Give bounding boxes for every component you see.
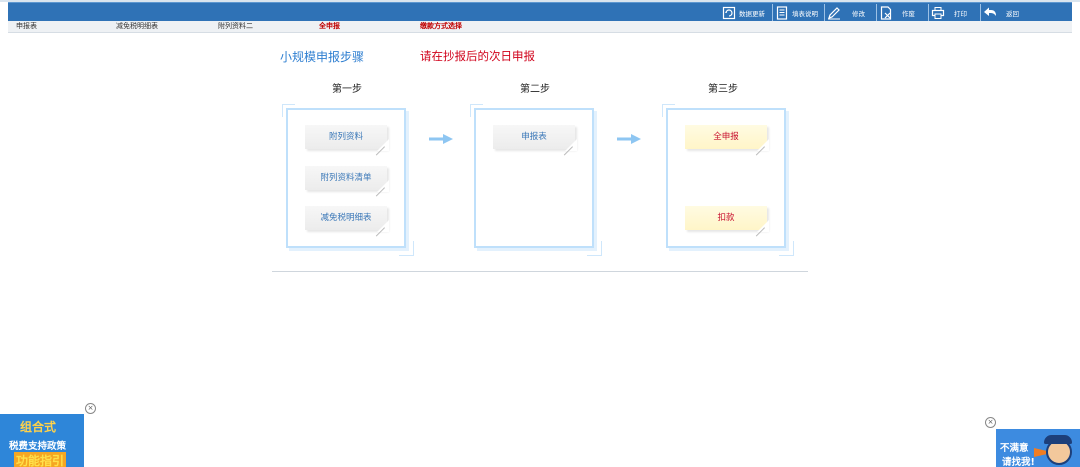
data-update-label: 数据更新 — [739, 9, 765, 18]
ad-left-line2: 税费支持政策 — [9, 441, 67, 452]
attached-materials-button[interactable]: 附列资料 — [305, 125, 389, 156]
printer-icon — [931, 6, 945, 20]
full-declaration-button[interactable]: 全申报 — [685, 125, 769, 156]
deduct-payment-button[interactable]: 扣款 — [685, 206, 769, 237]
refresh-icon — [722, 6, 736, 20]
back-arrow-icon — [983, 6, 997, 20]
feedback-ad[interactable]: 不满意 请找我! — [996, 429, 1080, 467]
data-update-button[interactable]: 数据更新 — [722, 3, 765, 22]
ad-right-line2: 请找我! — [1002, 457, 1035, 467]
step2-panel: 申报表 — [470, 104, 602, 256]
toolbar: 数据更新 填表说明 修改 作废 打印 返回 — [8, 2, 1072, 22]
void-document-icon — [879, 5, 893, 20]
tab-tax-relief-details[interactable]: 减免税明细表 — [116, 22, 158, 30]
page-curl — [757, 220, 769, 232]
print-button[interactable]: 打印 — [928, 3, 967, 22]
policy-guide-ad[interactable]: 组合式 税费支持政策 功能指引 — [0, 414, 84, 467]
toolbar-separator — [980, 4, 981, 21]
tax-relief-details-label: 减免税明细表 — [320, 213, 372, 223]
void-label: 作废 — [902, 9, 915, 18]
step-arrow-icon — [617, 134, 641, 144]
toolbar-separator — [928, 4, 929, 21]
tab-payment-method[interactable]: 缴款方式选择 — [420, 22, 462, 30]
return-button[interactable]: 返回 — [980, 3, 1019, 22]
page-curl — [377, 220, 389, 232]
page-title: 小规模申报步骤 — [280, 50, 365, 64]
step3-panel: 全申报 扣款 — [662, 104, 794, 256]
step1-panel: 附列资料 附列资料清单 减免税明细表 — [282, 104, 414, 256]
pencil-icon — [827, 6, 841, 20]
top-border — [0, 0, 1080, 2]
step1-heading: 第一步 — [332, 84, 362, 95]
deduct-payment-label: 扣款 — [717, 213, 735, 223]
megaphone-icon — [1034, 448, 1046, 457]
ad-left-line1: 组合式 — [20, 420, 57, 434]
print-label: 打印 — [954, 9, 967, 18]
page-curl — [565, 139, 577, 151]
toolbar-separator — [772, 4, 773, 21]
close-right-ad-icon[interactable]: × — [985, 417, 996, 428]
edit-button[interactable]: 修改 — [824, 3, 865, 22]
officer-cap-icon — [1044, 435, 1072, 444]
step2-heading: 第二步 — [520, 84, 550, 95]
declaration-form-button[interactable]: 申报表 — [493, 125, 577, 156]
fill-instructions-label: 填表说明 — [792, 9, 818, 18]
tax-relief-details-button[interactable]: 减免税明细表 — [305, 206, 389, 237]
close-left-ad-icon[interactable]: × — [85, 403, 96, 414]
tab-bar: 申报表 减免税明细表 附列资料二 全申报 缴款方式选择 — [8, 21, 1072, 33]
return-label: 返回 — [1006, 9, 1019, 18]
page-curl — [377, 139, 389, 151]
tab-attachment-two[interactable]: 附列资料二 — [218, 22, 253, 30]
attached-materials-list-label: 附列资料清单 — [320, 173, 372, 183]
page-curl — [377, 180, 389, 192]
edit-label: 修改 — [852, 9, 865, 18]
declaration-notice: 请在抄报后的次日申报 — [420, 49, 535, 63]
divider — [272, 271, 808, 272]
declaration-form-label: 申报表 — [521, 132, 547, 142]
tab-declaration-form[interactable]: 申报表 — [16, 22, 37, 30]
step-arrow-icon — [429, 134, 453, 144]
document-icon — [775, 5, 789, 20]
fill-instructions-button[interactable]: 填表说明 — [772, 3, 818, 22]
attached-materials-list-button[interactable]: 附列资料清单 — [305, 166, 389, 197]
toolbar-separator — [876, 4, 877, 21]
ad-right-line1: 不满意 — [1000, 443, 1029, 454]
page-curl — [757, 139, 769, 151]
tab-full-declaration[interactable]: 全申报 — [319, 22, 340, 30]
toolbar-separator — [824, 4, 825, 21]
attached-materials-label: 附列资料 — [328, 132, 363, 142]
step3-heading: 第三步 — [708, 84, 738, 95]
full-declaration-label: 全申报 — [713, 132, 739, 142]
ad-left-line3: 功能指引 — [14, 452, 67, 467]
void-button[interactable]: 作废 — [876, 3, 915, 22]
